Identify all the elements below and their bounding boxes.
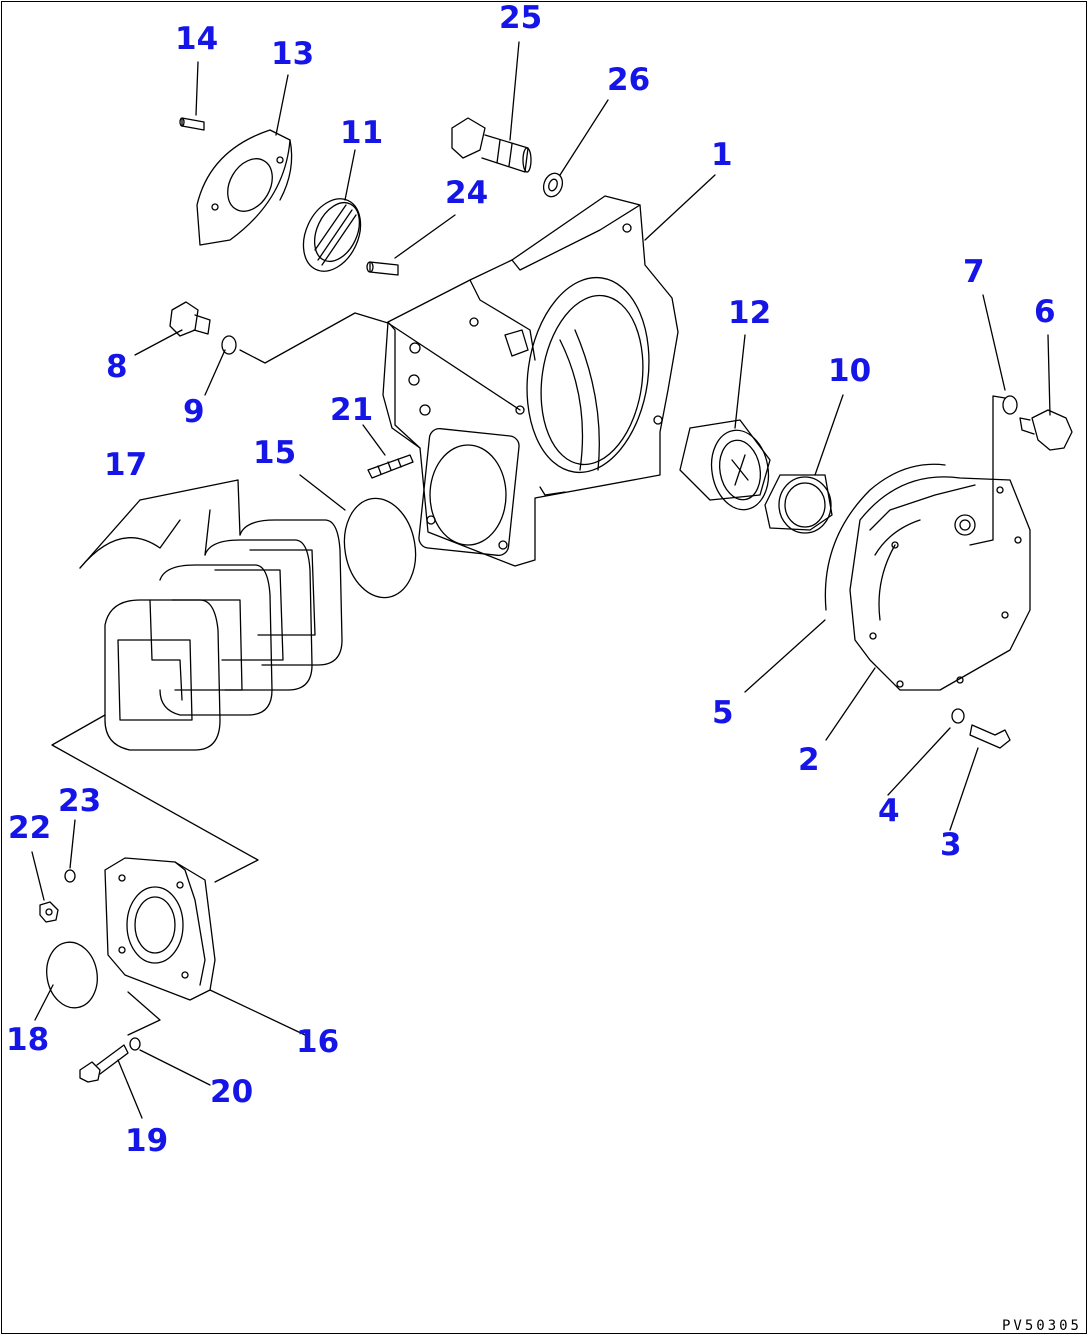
callout-19: 19 [125,1123,169,1159]
bolt-25 [452,118,531,172]
callout-1: 1 [711,137,733,173]
stud-21 [368,455,413,478]
bolt-19 [80,1045,128,1082]
dowel-24 [367,262,398,275]
callout-18: 18 [6,1022,50,1058]
plug-6 [1020,410,1072,450]
pin-14 [180,118,204,130]
bearing-11 [292,190,371,281]
cover-18 [42,938,103,1012]
nut-22 [40,902,58,922]
callout-10: 10 [828,353,872,389]
bolt-3 [970,725,1010,748]
gasket-5 [825,464,945,610]
cover-2 [850,477,1030,690]
callout-13: 13 [271,36,315,72]
gasket-15 [337,493,423,604]
callout-24: 24 [445,175,489,211]
callout-11: 11 [340,115,384,151]
callout-26: 26 [607,62,651,98]
callout-16: 16 [296,1024,340,1060]
washer-26 [540,171,565,200]
callout-7: 7 [963,254,985,290]
leader-lines [32,42,1050,1118]
callout-3: 3 [940,827,962,863]
plate-13 [197,130,292,245]
callout-22: 22 [8,810,52,846]
callout-8: 8 [106,349,128,385]
o-ring-9 [222,336,236,354]
washer-20 [130,1038,140,1050]
callout-6: 6 [1034,294,1056,330]
flange-housing-16 [105,858,215,1000]
callout-2: 2 [798,742,820,778]
washer-4 [952,709,964,723]
callout-12: 12 [728,295,772,331]
callout-20: 20 [210,1074,254,1110]
callout-21: 21 [330,392,374,428]
o-ring-7 [1003,396,1017,414]
callout-17: 17 [104,447,148,483]
plug-8 [170,302,210,336]
plate-stack-17 [80,480,342,750]
sleeve-12 [680,420,775,514]
bushing-10 [765,475,832,533]
callout-15: 15 [253,435,297,471]
callout-23: 23 [58,783,102,819]
callout-25: 25 [499,0,543,36]
callout-4: 4 [878,793,900,829]
transmission-housing [383,196,678,566]
callout-9: 9 [183,394,205,430]
callout-5: 5 [712,695,734,731]
washer-23 [65,870,75,882]
callout-14: 14 [175,21,219,57]
drawing-reference-code: PV50305 [1001,1318,1082,1334]
